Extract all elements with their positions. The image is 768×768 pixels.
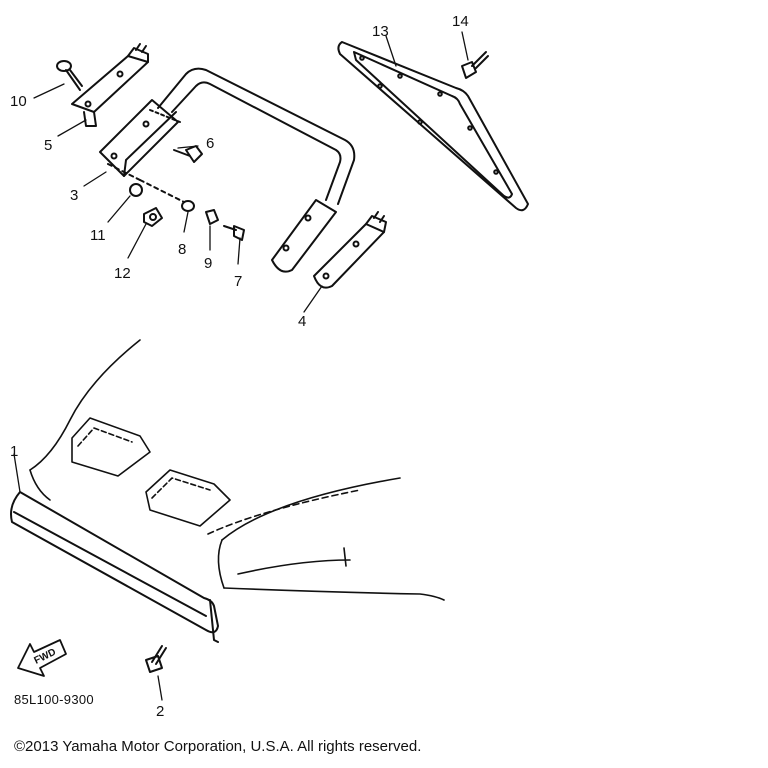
pin-bolt-10 <box>56 60 83 91</box>
callout-10: 10 <box>10 93 27 110</box>
screw-7 <box>223 225 245 241</box>
washer-8 <box>107 163 195 212</box>
callout-13: 13 <box>372 23 389 40</box>
forward-direction-arrow: FWD <box>17 639 67 677</box>
edge-trim-1 <box>10 491 219 643</box>
callout-1: 1 <box>10 443 18 460</box>
windshield-13 <box>337 41 529 212</box>
fwd-label: FWD <box>32 647 57 667</box>
callout-numbers: 1 2 3 4 5 6 7 8 9 10 11 12 13 14 <box>10 13 469 720</box>
washer-11 <box>129 183 143 197</box>
screw-14 <box>461 51 489 79</box>
grab-bar <box>99 67 356 273</box>
callout-6: 6 <box>206 135 214 152</box>
callout-3: 3 <box>70 187 78 204</box>
callout-7: 7 <box>234 273 242 290</box>
callout-11: 11 <box>90 227 106 244</box>
callout-5: 5 <box>44 137 52 154</box>
collar-9 <box>205 209 219 225</box>
callout-12: 12 <box>114 265 131 282</box>
callout-8: 8 <box>178 241 186 258</box>
nut-12 <box>143 207 163 227</box>
bolt-2 <box>145 645 167 673</box>
callout-14: 14 <box>452 13 469 30</box>
callout-4: 4 <box>298 313 306 330</box>
callout-9: 9 <box>204 255 212 272</box>
bracket-4 <box>313 211 387 289</box>
bolt-6 <box>173 145 203 163</box>
callout-2: 2 <box>156 703 164 720</box>
copyright-notice: ©2013 Yamaha Motor Corporation, U.S.A. A… <box>14 738 422 755</box>
diagram-code: 85L100-9300 <box>14 692 94 707</box>
leader-lines <box>13 31 469 701</box>
hood-cowl <box>29 339 445 601</box>
bracket-5 <box>71 43 149 127</box>
